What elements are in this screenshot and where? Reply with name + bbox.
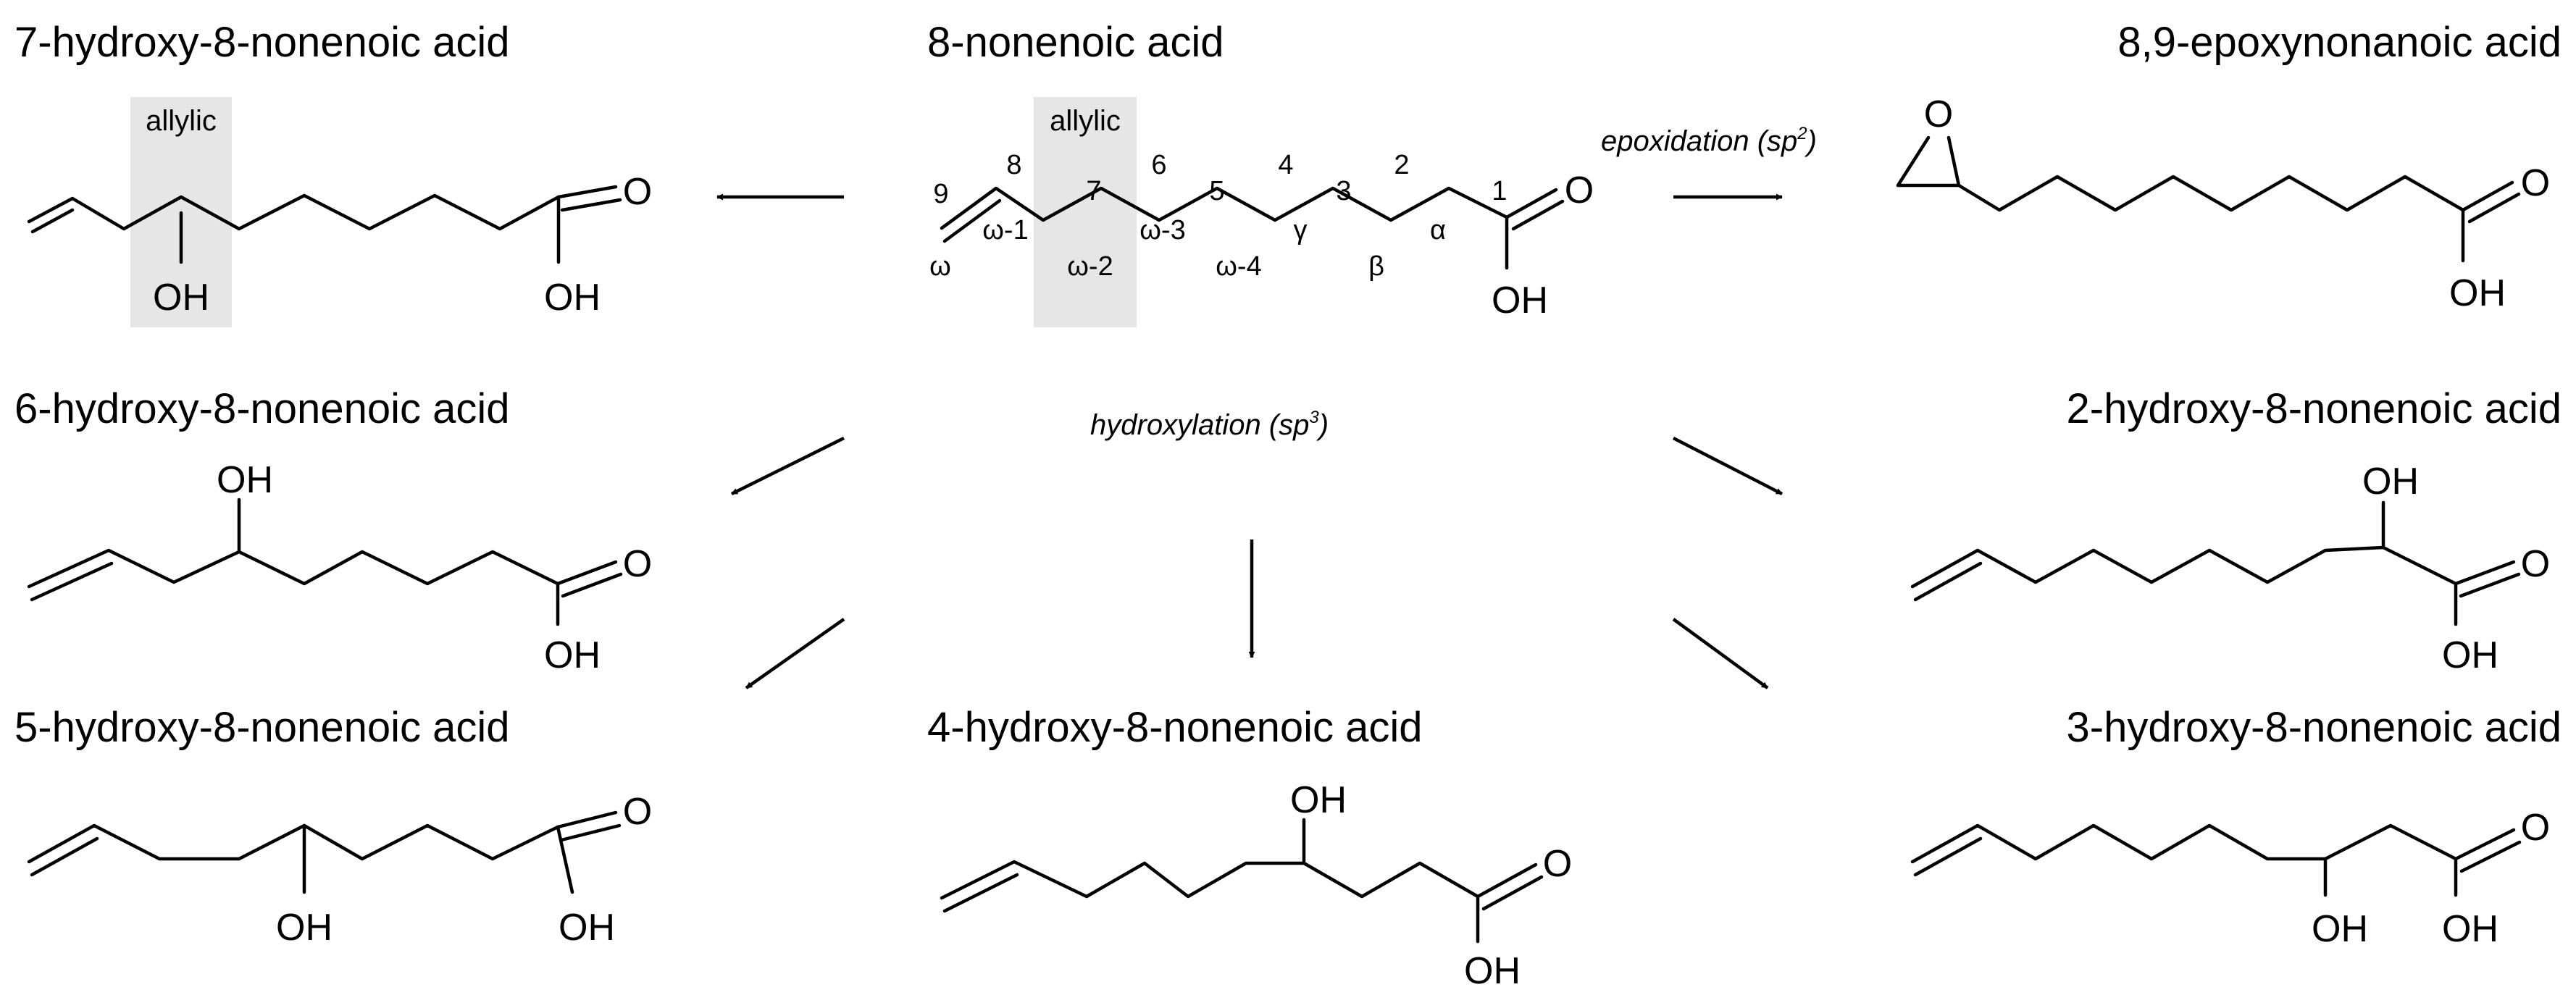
carbonyl-oxygen: O [623, 791, 652, 833]
carbonyl-oxygen: O [2521, 162, 2550, 204]
carbonyl-double-bond [1505, 188, 1558, 219]
double-bond-alkene [942, 198, 1002, 243]
double-bond-alkene [1913, 836, 1983, 877]
arrow-to-3-hydroxy [1672, 618, 1769, 689]
carbon-chain [27, 548, 560, 589]
beta-label: β [1368, 251, 1384, 282]
omega-label: ω [929, 251, 951, 282]
structure-4-hydroxy: OH O OH [940, 779, 1572, 992]
hydroxyl-label: OH [2362, 461, 2419, 503]
carbon-number-6: 6 [1151, 150, 1166, 180]
double-bond-alkene [30, 836, 99, 877]
omega-4-label: ω-4 [1216, 251, 1261, 282]
structure-8-9-epoxy: O O OH [1896, 93, 2550, 314]
hydroxyl-label: OH [2312, 908, 2368, 950]
bond-c-acid-oh [556, 825, 574, 894]
arrow-to-2-hydroxy [1672, 436, 1783, 496]
allylic-highlight [1034, 97, 1137, 327]
carbon-chain [940, 860, 1480, 900]
structure-6-hydroxy: OH O OH [27, 459, 652, 676]
double-bond-alkene [942, 873, 1019, 913]
arrow-to-5-hydroxy [745, 618, 845, 689]
carbonyl-oxygen: O [1543, 843, 1572, 885]
title-3-hydroxy: 3-hydroxy-8-nonenoic acid [2067, 704, 2562, 751]
carbon-number-7: 7 [1086, 176, 1101, 206]
hydroxyl-label: OH [217, 459, 273, 501]
title-8-9-epoxy: 8,9-epoxynonanoic acid [2117, 19, 2562, 66]
allylic-label: allylic [146, 105, 217, 137]
carbonyl-oxygen: O [1565, 169, 1594, 211]
carbon-number-3: 3 [1336, 176, 1351, 206]
hydroxylation-label: hydroxylation (sp3) [1090, 408, 1329, 441]
carbonyl-double-bond [2454, 828, 2516, 861]
carbon-chain [1910, 823, 2458, 864]
title-7-hydroxy: 7-hydroxy-8-nonenoic acid [14, 19, 509, 66]
carbon-chain [1957, 175, 2465, 212]
carbon-number-1: 1 [1492, 176, 1507, 206]
structure-7-hydroxy: allylic OH O OH [27, 97, 652, 327]
title-4-hydroxy: 4-hydroxy-8-nonenoic acid [927, 704, 1422, 751]
carbonyl-oxygen: O [2521, 807, 2550, 849]
title-5-hydroxy: 5-hydroxy-8-nonenoic acid [14, 704, 509, 751]
double-bond-alkene [30, 561, 114, 602]
carbonyl-oxygen: O [623, 543, 652, 585]
carbon-number-9: 9 [933, 179, 948, 209]
carbonyl-double-bond [1476, 862, 1538, 899]
allylic-label: allylic [1050, 105, 1121, 137]
structure-3-hydroxy: OH O OH [1910, 807, 2550, 950]
omega-2-label: ω-2 [1067, 251, 1113, 282]
carbonyl-double-bond [556, 185, 618, 199]
carbonyl-double-bond [556, 810, 618, 829]
acid-hydroxyl: OH [544, 634, 601, 676]
acid-hydroxyl: OH [1464, 950, 1521, 991]
acid-hydroxyl: OH [2442, 634, 2498, 676]
omega-1-label: ω-1 [982, 215, 1028, 245]
hydroxyl-label: OH [153, 277, 209, 319]
double-bond-alkene [30, 208, 75, 234]
double-bond-alkene [1913, 561, 1983, 602]
carbonyl-oxygen: O [623, 171, 652, 213]
carbonyl-double-bond [2454, 560, 2516, 586]
title-8-nonenoic: 8-nonenoic acid [927, 19, 1224, 66]
hydroxyl-label: OH [1290, 779, 1347, 821]
structure-5-hydroxy: OH O OH [27, 791, 652, 949]
carbon-number-5: 5 [1209, 176, 1224, 206]
structure-2-hydroxy: OH O OH [1910, 461, 2550, 676]
carbonyl-double-bond [556, 560, 618, 586]
acid-hydroxyl: OH [559, 907, 615, 949]
title-2-hydroxy: 2-hydroxy-8-nonenoic acid [2067, 385, 2562, 432]
carbon-chain [27, 193, 561, 231]
carbonyl-double-bond [2461, 180, 2514, 212]
gamma-label: γ [1294, 215, 1308, 245]
carbon-chain [1910, 545, 2458, 589]
carbon-chain [940, 186, 1509, 230]
carbon-chain [27, 823, 560, 864]
epoxide-oxygen: O [1924, 93, 1953, 135]
alpha-label: α [1430, 215, 1446, 245]
carbon-number-2: 2 [1394, 150, 1409, 180]
carbon-number-4: 4 [1278, 150, 1293, 180]
carbonyl-oxygen: O [2521, 543, 2550, 585]
acid-hydroxyl: OH [2442, 908, 2498, 950]
acid-hydroxyl: OH [2449, 272, 2506, 314]
acid-hydroxyl: OH [1492, 280, 1548, 322]
title-6-hydroxy: 6-hydroxy-8-nonenoic acid [14, 385, 509, 432]
acid-hydroxyl: OH [544, 277, 601, 319]
hydroxyl-label: OH [276, 907, 333, 949]
arrow-to-6-hydroxy [730, 436, 845, 496]
epoxidation-label: epoxidation (sp2) [1601, 124, 1817, 157]
omega-3-label: ω-3 [1139, 215, 1185, 245]
carbon-number-8: 8 [1006, 150, 1021, 180]
structure-8-nonenoic: allylic O OH 9 8 7 6 5 4 3 2 1 ω ω-1 ω-2… [929, 97, 1594, 327]
